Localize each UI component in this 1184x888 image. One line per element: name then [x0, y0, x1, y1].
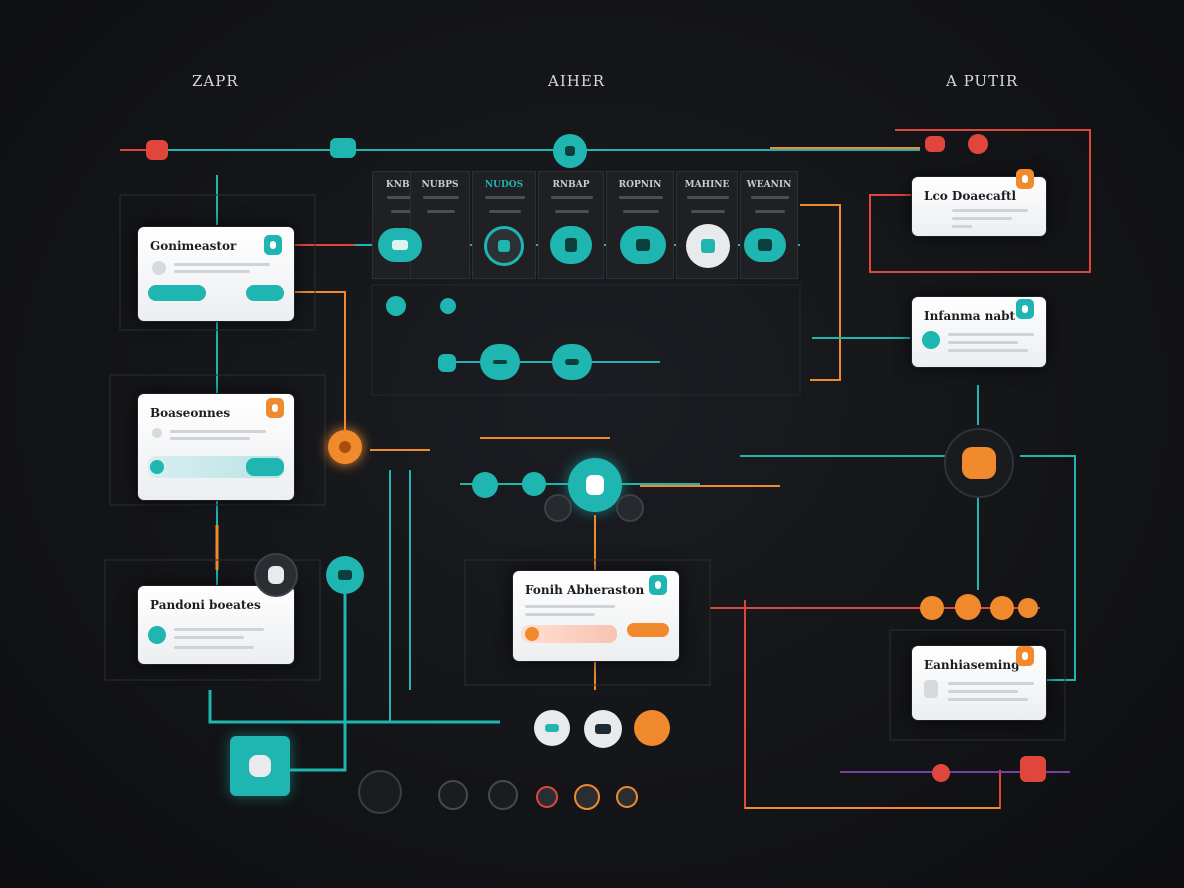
map-pin-icon[interactable] [254, 553, 298, 597]
connector-right-frame [869, 129, 1091, 273]
input-bar[interactable] [521, 625, 617, 643]
card-fonih-abheraston[interactable]: Fonih Abheraston [513, 571, 679, 661]
trigger-node-icon[interactable] [146, 140, 168, 160]
end-node-icon[interactable] [1020, 756, 1046, 782]
right-dot-node-icon[interactable] [968, 134, 988, 154]
logic-node-icon[interactable] [686, 224, 730, 268]
swap-node-icon[interactable] [480, 344, 520, 380]
panel-label: WEANIN [746, 180, 792, 190]
drop-icon [1016, 299, 1034, 319]
hub-node-icon[interactable] [553, 134, 587, 168]
chat-node-icon[interactable] [584, 710, 622, 748]
go-button[interactable] [246, 458, 284, 476]
filter-node-icon[interactable] [484, 226, 524, 266]
link-node-icon[interactable] [438, 780, 468, 810]
right-trigger-node-icon[interactable] [925, 136, 945, 152]
red-node-icon[interactable] [932, 764, 950, 782]
card-title: Gonimeastor [150, 239, 237, 253]
panel-label: RNBAP [552, 180, 590, 190]
file-icon [924, 680, 938, 698]
card-title: Eanhiaseming [924, 658, 1020, 672]
card-infanma-nabt[interactable]: Infanma nabt [912, 297, 1046, 367]
frame-left-bottom [104, 559, 321, 681]
bell-icon [1016, 646, 1034, 666]
heading-right: A PUTIR [946, 72, 1019, 90]
orange-node-icon[interactable] [920, 596, 944, 620]
panel-label: ROPNIN [618, 180, 662, 190]
frame-left-top [119, 194, 316, 331]
bell-icon [1016, 169, 1034, 189]
fire-icon [525, 627, 539, 641]
card-title: Pandoni boeates [150, 598, 261, 612]
connector-right-orange [800, 204, 841, 381]
flow-node-icon[interactable] [552, 344, 592, 380]
small-node-icon[interactable] [440, 298, 456, 314]
panel-nubps[interactable]: NUBPS [410, 171, 470, 279]
connector-node-icon[interactable] [330, 138, 356, 158]
loop-node-icon[interactable] [544, 494, 572, 522]
orange-node-icon[interactable] [1018, 598, 1038, 618]
heading-center: AIHER [548, 72, 606, 90]
small-node-icon[interactable] [522, 472, 546, 496]
connector-bottom-vertical [389, 470, 411, 722]
info-icon [922, 331, 940, 349]
small-square-node-icon[interactable] [438, 354, 456, 372]
ring-node-icon[interactable] [488, 780, 518, 810]
output-node-icon[interactable] [744, 228, 786, 262]
book-node-icon[interactable] [620, 226, 666, 264]
connector-orange-mid-row [370, 437, 610, 451]
card-pandoni-boeates[interactable]: Pandoni boeates [138, 586, 294, 664]
loop-node-icon[interactable] [616, 494, 644, 522]
timer-node-icon[interactable] [574, 784, 600, 810]
bottom-app-icon[interactable] [230, 736, 290, 796]
panel-weanin[interactable]: WEANIN [740, 171, 798, 279]
panel-label: MAHINE [684, 180, 730, 190]
frame-right-bottom [889, 629, 1066, 741]
menu-node-icon[interactable] [534, 710, 570, 746]
frame-panel-lower [371, 284, 801, 396]
avatar-icon [152, 261, 166, 275]
drop-icon [649, 575, 667, 595]
app-icon [264, 235, 282, 255]
checkbox-icon [152, 428, 162, 438]
run-button[interactable] [627, 623, 669, 637]
card-title: Infanma nabt [924, 309, 1016, 323]
orange-node-icon[interactable] [990, 596, 1014, 620]
panel-label: NUBPS [421, 180, 459, 190]
lock-icon [266, 398, 284, 418]
connector-icon [148, 626, 166, 644]
right-hub-ring[interactable] [944, 428, 1014, 498]
panel-label: KNBS [385, 180, 417, 190]
orange-node-icon[interactable] [955, 594, 981, 620]
panel-label: NUDOS [484, 180, 524, 190]
action-button[interactable] [148, 285, 206, 301]
alert-node-icon[interactable] [634, 710, 670, 746]
list-node-icon[interactable] [326, 556, 364, 594]
card-title: Lco Doaecaftl [924, 189, 1017, 203]
card-title: Boaseonnes [150, 406, 231, 420]
action-node-icon[interactable] [378, 228, 422, 262]
connector-right-teal-loop [740, 455, 1076, 681]
card-eanhiaseming[interactable]: Eanhiaseming [912, 646, 1046, 720]
connector-orange-left-mid [295, 291, 346, 445]
gear-icon[interactable] [328, 430, 362, 464]
central-hub-icon[interactable] [568, 458, 622, 512]
small-node-icon[interactable] [386, 296, 406, 316]
bolt-node-icon[interactable] [616, 786, 638, 808]
card-title: Fonih Abheraston [525, 583, 645, 597]
small-node-icon[interactable] [472, 472, 498, 498]
stop-node-icon[interactable] [536, 786, 558, 808]
card-gonimeastor[interactable]: Gonimeastor [138, 227, 294, 321]
secondary-button[interactable] [246, 285, 284, 301]
status-icon [150, 460, 164, 474]
hexagon-node-icon[interactable] [358, 770, 402, 814]
frame-left-mid [109, 374, 326, 506]
heading-left: ZAPR [192, 72, 239, 90]
frame-center-bottom [464, 559, 711, 686]
card-lco-doaecaftl[interactable]: Lco Doaecaftl [912, 169, 1046, 236]
database-node-icon[interactable] [550, 226, 592, 264]
card-boaseonnes[interactable]: Boaseonnes [138, 394, 294, 500]
